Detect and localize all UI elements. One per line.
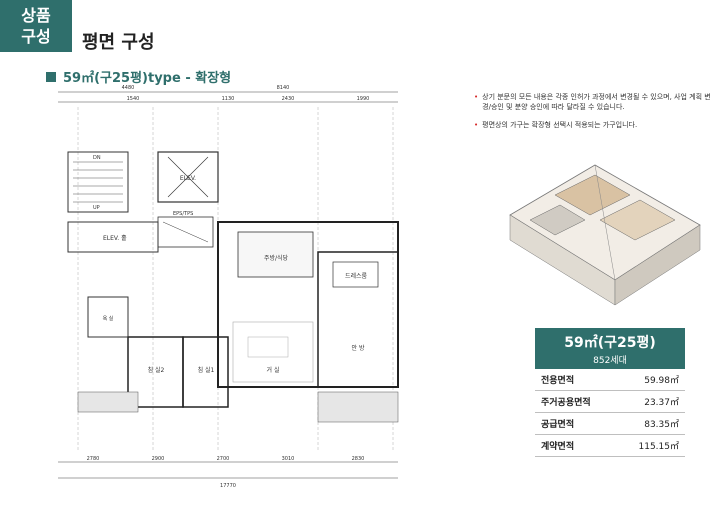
section-square-icon	[46, 71, 56, 82]
eps-label: EPS/TPS	[173, 211, 193, 217]
note-text: 상기 분문의 모든 내용은 각종 인허가 과정에서 변경될 수 있으며, 사업 …	[482, 93, 711, 111]
category-tag-line2: 구성	[21, 27, 51, 46]
area-type: 59㎡(구25평)	[564, 335, 656, 351]
note-item: • 상기 분문의 모든 내용은 각종 인허가 과정에서 변경될 수 있으며, 사…	[474, 92, 714, 112]
area-row-value: 59.98㎡	[644, 376, 679, 386]
section-title: 59㎡(구25평)type - 확장형	[46, 67, 231, 86]
kitchen-label: 주방/식당	[264, 254, 289, 262]
floor-plan: 8140 4480 1540 1130 2430 1990 2780 2900 …	[58, 85, 399, 489]
area-row-label: 전용면적	[541, 376, 575, 386]
bath-label: 욕 실	[103, 315, 114, 322]
dim-top-3: 1130	[222, 96, 235, 102]
area-row-value: 83.35㎡	[644, 420, 679, 430]
area-row: 전용면적 59.98㎡	[535, 369, 685, 391]
elevator-label: ELEV.	[180, 175, 196, 182]
elev-hall-label: ELEV. 홀	[103, 234, 127, 242]
bedroom2-label: 침 실2	[148, 366, 165, 374]
master-room-label: 안 방	[352, 344, 365, 352]
note-bullet-icon: •	[474, 93, 479, 101]
area-row-label: 계약면적	[541, 442, 575, 452]
area-row-value: 23.37㎡	[644, 398, 679, 408]
dim-bottom-5: 2830	[352, 456, 365, 462]
dim-bottom-total: 17770	[220, 483, 236, 489]
stair-dn-label: DN	[93, 155, 101, 161]
area-row: 주거공용면적 23.37㎡	[535, 391, 685, 413]
bedroom1-label: 침 실1	[198, 366, 215, 374]
area-row-value: 115.15㎡	[638, 442, 680, 452]
dim-top-1: 4480	[122, 85, 135, 91]
area-row-label: 공급면적	[541, 420, 575, 430]
dim-top-4: 2430	[282, 96, 295, 102]
area-row: 공급면적 83.35㎡	[535, 413, 685, 435]
area-row: 계약면적 115.15㎡	[535, 435, 685, 457]
dim-top-5: 1990	[357, 96, 370, 102]
note-bullet-icon: •	[474, 121, 479, 129]
category-tag-line1: 상품	[21, 6, 51, 25]
category-tag: 상품 구성	[0, 0, 72, 52]
living-room-label: 거 실	[267, 366, 280, 374]
notes: • 상기 분문의 모든 내용은 각종 인허가 과정에서 변경될 수 있으며, 사…	[474, 92, 714, 138]
area-units: 852세대	[593, 356, 627, 366]
area-info-table: 59㎡(구25평) 852세대 전용면적 59.98㎡ 주거공용면적 23.37…	[535, 328, 685, 457]
stair-up-label: UP	[93, 205, 100, 211]
dim-bottom-3: 2700	[217, 456, 230, 462]
area-row-label: 주거공용면적	[541, 398, 591, 408]
dim-top-total: 8140	[277, 85, 290, 91]
isometric-render	[509, 164, 701, 306]
section-title-text: 59㎡(구25평)type - 확장형	[63, 71, 232, 86]
area-info-header: 59㎡(구25평) 852세대	[535, 328, 685, 369]
note-text: 평면상의 가구는 확장형 선택시 적용되는 가구입니다.	[482, 121, 638, 129]
dim-top-2: 1540	[127, 96, 140, 102]
dim-bottom-4: 3010	[282, 456, 295, 462]
dim-bottom-1: 2780	[87, 456, 100, 462]
dressroom-label: 드레스룸	[345, 272, 368, 280]
note-item: • 평면상의 가구는 확장형 선택시 적용되는 가구입니다.	[474, 120, 714, 130]
dim-bottom-2: 2900	[152, 456, 165, 462]
page-title: 평면 구성	[82, 32, 155, 53]
